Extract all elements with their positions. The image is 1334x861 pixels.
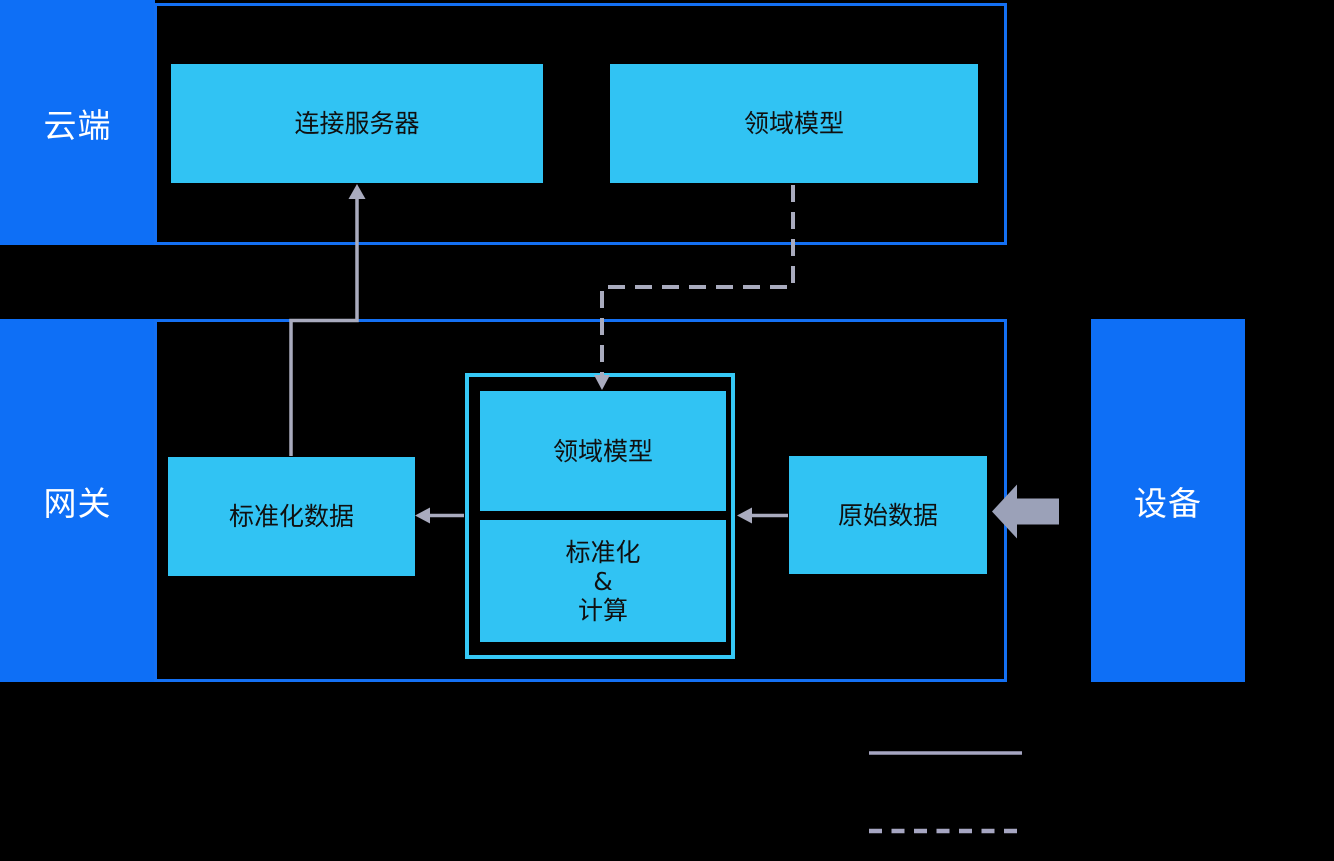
gateway-label-text: 网关 [43,483,112,523]
node-raw-data: 原始数据 [789,456,987,574]
node-cloud-domain-model: 领域模型 [610,64,978,183]
section-label-device: 设备 [1091,319,1245,682]
raw-data-label: 原始数据 [837,500,938,530]
legend [869,751,1022,834]
gateway-domain-model-label: 领域模型 [552,436,653,466]
node-gateway-domain-model: 领域模型 [480,391,726,511]
cloud-section-box [154,3,1007,245]
cloud-domain-model-label: 领域模型 [743,109,844,138]
node-standardize-compute: 标准化 & 计算 [480,520,726,642]
section-label-gateway: 网关 [0,319,155,682]
standardized-data-label: 标准化数据 [228,502,354,531]
device-label-text: 设备 [1134,483,1202,523]
node-standardized-data: 标准化数据 [168,457,415,576]
cloud-label-text: 云端 [43,105,112,145]
node-connect-server: 连接服务器 [171,64,543,183]
section-label-cloud: 云端 [0,0,155,245]
standardize-compute-label: 标准化 & 计算 [565,537,641,625]
connect-server-label: 连接服务器 [294,109,420,138]
